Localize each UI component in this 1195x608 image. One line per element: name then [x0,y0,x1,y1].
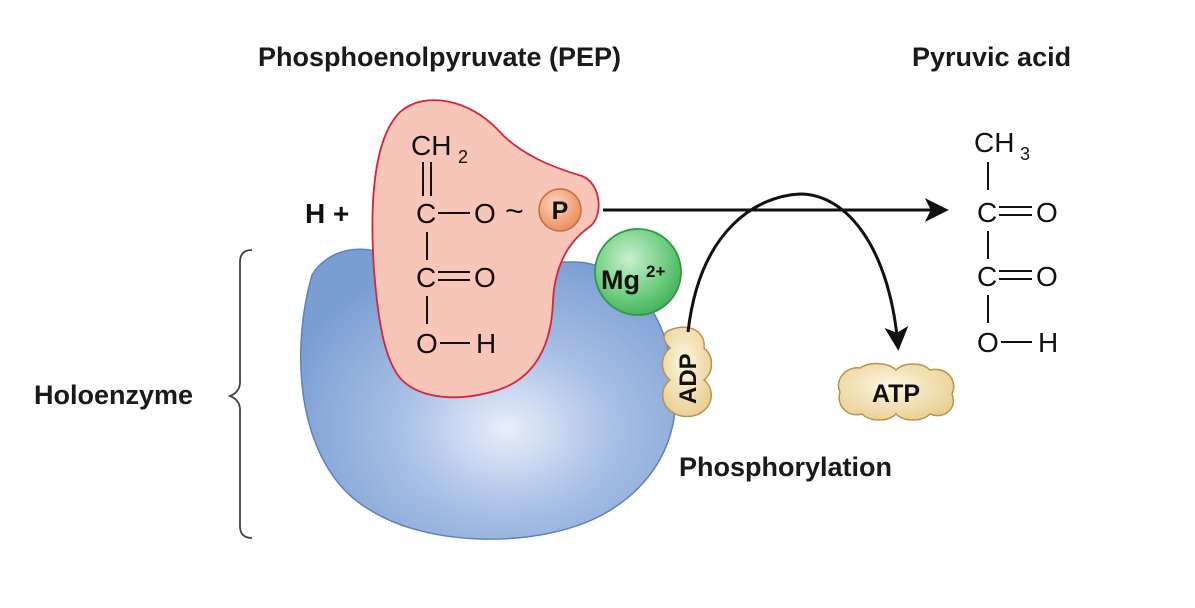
adp-shape [661,326,713,418]
pep-ch-text: CH [411,130,451,161]
phosphorylation-label: Phosphorylation [679,452,892,482]
pyruvic-oxygen-2: O [1036,261,1058,292]
adp-molecule: ADP [661,326,713,418]
pyruvic-hydroxyl-hydrogen: H [1038,327,1058,358]
magnesium-ion: Mg 2+ [594,228,682,316]
pep-carbon-1: C [416,198,436,229]
holoenzyme-label: Holoenzyme [34,380,193,410]
holoenzyme-bracket [227,249,253,539]
pep-hydroxyl-hydrogen: H [476,328,496,359]
phosphate-circle [538,188,582,232]
atp-label: ATP [872,380,920,408]
phosphorylation-arrow [686,192,909,351]
pyruvic-oxygen-1: O [1036,197,1058,228]
h-plus-label: H + [305,198,349,229]
pyruvic-ch-subscript: 3 [1020,144,1030,164]
pep-carbonyl-oxygen: O [474,262,496,293]
phosphate-label: P [552,197,569,225]
pep-ch-subscript: 2 [458,147,468,167]
atp-shape [837,362,955,421]
mg-charge: 2+ [646,262,665,281]
pyruvic-ch-text: CH [974,127,1014,158]
pyruvic-carbon-1: C [977,197,997,228]
mg-label: Mg [601,265,640,295]
atp-molecule: ATP [837,362,955,421]
pep-substrate [371,99,600,399]
adp-label: ADP [675,353,702,404]
pep-carbon-2: C [416,262,436,293]
pep-hydroxyl-oxygen: O [416,328,438,359]
pyruvic-acid-title: Pyruvic acid [912,42,1071,72]
phosphate-group: P [538,188,582,232]
pyruvic-carbon-2: C [977,261,997,292]
pep-ester-oxygen: O [474,198,496,229]
pyruvic-hydroxyl-oxygen: O [977,327,999,358]
pep-title: Phosphoenolpyruvate (PEP) [258,42,621,72]
high-energy-bond-tilde: ~ [505,193,524,229]
mg-circle [594,228,682,316]
